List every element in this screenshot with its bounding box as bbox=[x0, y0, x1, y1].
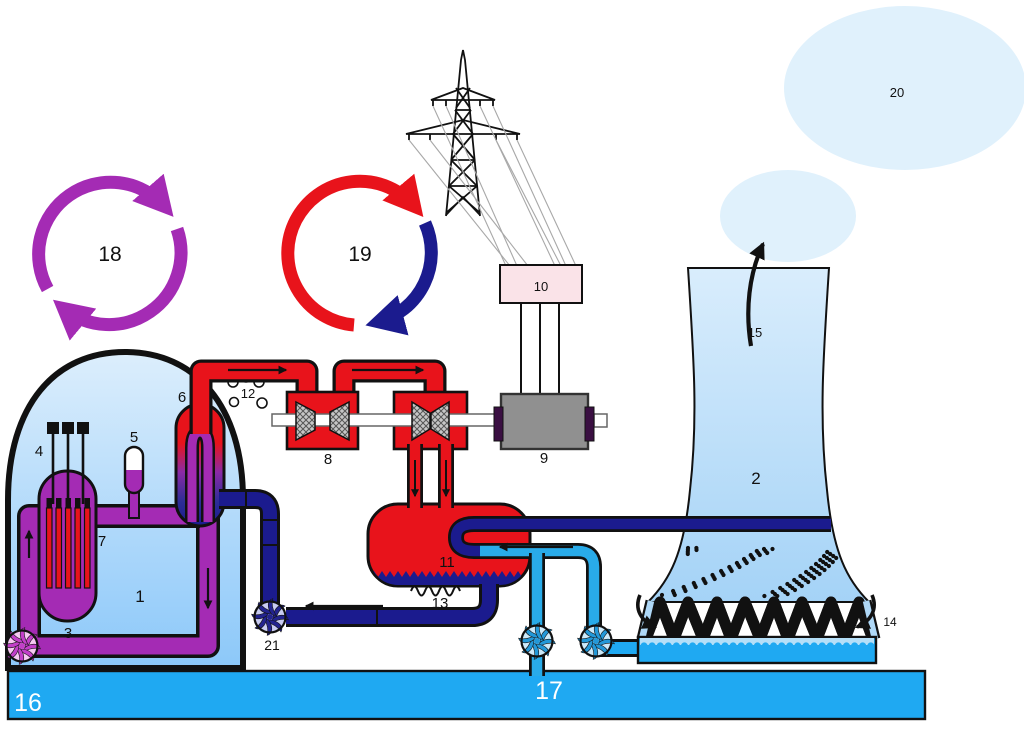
label-fuel: 7 bbox=[98, 533, 106, 550]
label-turbine: 8 bbox=[324, 451, 332, 468]
label-cloud: 20 bbox=[890, 85, 904, 100]
primary-circuit-loop bbox=[32, 173, 188, 341]
label-air: 14 bbox=[883, 615, 897, 629]
small-cloud bbox=[720, 170, 856, 262]
label-condenser: 11 bbox=[439, 554, 455, 571]
steam-circuit bbox=[189, 359, 608, 451]
tower-basin bbox=[599, 635, 878, 665]
reactor-pressure-vessel bbox=[37, 422, 98, 623]
label-vapour: 15 bbox=[748, 325, 762, 340]
turbine-blades bbox=[295, 400, 450, 442]
label-secondary-circuit: 19 bbox=[348, 243, 371, 266]
air-arrow-left bbox=[636, 594, 657, 629]
shaft-stub bbox=[593, 413, 608, 428]
label-cooling-tower: 2 bbox=[751, 469, 760, 488]
river-water-pump bbox=[518, 622, 556, 660]
number-labels: 1 2 3 4 5 6 7 8 9 10 11 12 13 14 15 16 1… bbox=[14, 85, 904, 717]
vapour-clouds bbox=[720, 6, 1024, 262]
condensate-squiggle bbox=[410, 585, 461, 597]
label-containment: 1 bbox=[135, 587, 144, 606]
pipe-flanges bbox=[245, 492, 378, 625]
label-generator: 9 bbox=[540, 450, 548, 467]
condenser bbox=[366, 444, 831, 597]
label-primary-circuit: 18 bbox=[98, 243, 121, 266]
spray-droplets bbox=[659, 545, 839, 599]
cooling-tower bbox=[599, 241, 881, 665]
vapour-arrow bbox=[746, 241, 765, 347]
bearing-right bbox=[584, 406, 595, 442]
feedwater-circuit bbox=[219, 489, 499, 636]
label-reactor-vessel: 3 bbox=[64, 625, 72, 642]
feedwater-pump bbox=[251, 598, 289, 636]
label-steam-bubbles: 12 bbox=[241, 386, 255, 401]
big-cloud bbox=[784, 6, 1024, 170]
air-arrow-right bbox=[855, 594, 876, 629]
river bbox=[6, 669, 927, 721]
label-control-rods: 4 bbox=[35, 443, 43, 460]
label-steam-generator: 6 bbox=[178, 389, 186, 406]
pressurizer bbox=[123, 445, 145, 519]
transmission-pylon bbox=[405, 49, 577, 267]
label-transformer: 10 bbox=[534, 279, 548, 294]
power-lines bbox=[408, 105, 577, 267]
secondary-circuit-loop bbox=[281, 173, 438, 336]
cooling-water-circuit bbox=[480, 542, 615, 676]
label-condensate: 13 bbox=[432, 595, 449, 612]
tower-lattice bbox=[636, 596, 881, 645]
label-feedwater-pump: 21 bbox=[264, 637, 280, 653]
label-pressurizer: 5 bbox=[130, 429, 138, 446]
transformer bbox=[499, 264, 583, 396]
generator-body bbox=[499, 392, 590, 451]
label-river: 16 bbox=[14, 689, 42, 717]
control-rods bbox=[47, 422, 89, 504]
bearing-left bbox=[493, 406, 504, 442]
fuel-rods bbox=[45, 498, 91, 589]
label-cooling-water: 17 bbox=[535, 677, 563, 705]
